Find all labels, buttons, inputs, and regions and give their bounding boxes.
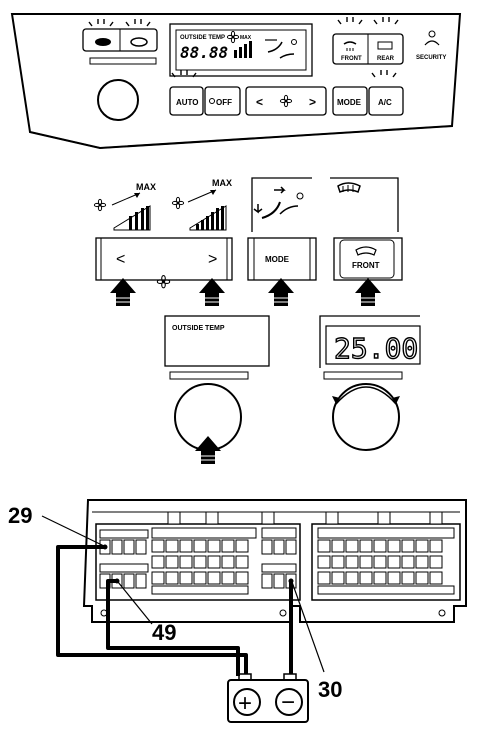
ac-button[interactable] <box>368 86 404 116</box>
steps-front-label: FRONT <box>352 261 380 270</box>
panel-ac-label: A/C <box>378 98 392 107</box>
panel-button-row: AUTO OFF < > MODE A/C <box>169 69 404 116</box>
mode-display <box>251 177 312 232</box>
outside-temp-display <box>164 315 270 367</box>
callout-49: 49 <box>152 620 176 645</box>
battery-plus-label: + <box>238 690 252 717</box>
lcd-reading-box <box>325 325 421 365</box>
defrost-buttons[interactable]: FRONT REAR <box>332 16 404 65</box>
fan-max-left: MAX <box>93 182 156 231</box>
connector-pins <box>99 527 455 595</box>
steps-right-arrow: > <box>208 251 217 268</box>
step-row-buttons: MAX MAX <box>93 177 403 307</box>
security-indicator: SECURITY <box>416 30 446 61</box>
press-arrow-3 <box>267 277 295 307</box>
knob-slot-right <box>323 371 403 380</box>
knob-slot-left <box>169 371 249 380</box>
steps-mode-label: MODE <box>265 255 290 264</box>
mode-strip[interactable]: MODE <box>247 237 317 281</box>
callout-30: 30 <box>318 677 342 702</box>
panel-outside-temp-label: OUTSIDE TEMP <box>180 35 225 41</box>
battery-minus-icon <box>275 688 303 716</box>
recirc-buttons[interactable] <box>82 18 158 52</box>
panel-rear-label: REAR <box>377 56 395 62</box>
panel-left-arrow: < <box>256 95 263 109</box>
panel-off-label: OFF <box>216 98 232 107</box>
steps-left-arrow: < <box>116 251 125 268</box>
panel-auto-label: AUTO <box>176 98 199 107</box>
rotate-arrow <box>335 386 397 405</box>
fan-speed-strip[interactable]: < > <box>95 237 233 289</box>
panel-mode-label: MODE <box>337 98 362 107</box>
fan-bars-icon <box>234 41 252 58</box>
mode-button[interactable] <box>332 86 368 116</box>
control-panel: OUTSIDE TEMP 88.88 MAX <box>10 13 462 150</box>
press-arrow-1 <box>109 277 137 307</box>
steps-max-left: MAX <box>136 182 156 192</box>
indicator-slot <box>89 57 157 65</box>
battery: + − <box>227 673 309 723</box>
temp-knob[interactable] <box>97 79 139 121</box>
panel-front-label: FRONT <box>341 56 362 62</box>
front-defrost-display <box>330 177 399 232</box>
fan-max-right: MAX <box>171 178 232 231</box>
panel-security-label: SECURITY <box>416 55 446 61</box>
callouts: 29 49 30 <box>8 503 342 702</box>
press-arrow-2 <box>198 277 226 307</box>
lcd-display: OUTSIDE TEMP 88.88 MAX <box>169 23 313 77</box>
steps-max-right: MAX <box>212 178 232 188</box>
press-arrow-4 <box>354 277 382 307</box>
battery-minus-label: − <box>281 689 295 716</box>
airflow-icon <box>265 39 297 59</box>
panel-right-arrow: > <box>309 95 316 109</box>
auto-button[interactable] <box>169 86 204 116</box>
panel-lcd-value: 88.88 <box>180 43 228 62</box>
steps-lcd-reading: 25.00 <box>334 332 418 365</box>
callout-29: 29 <box>8 503 32 528</box>
wire-terminal-49 <box>106 579 240 676</box>
panel-max-label: MAX <box>240 35 252 41</box>
battery-plus-icon <box>233 688 261 716</box>
steps-outside-temp-label: OUTSIDE TEMP <box>172 325 225 332</box>
jumper-wires <box>56 545 293 680</box>
step-row-temp: OUTSIDE TEMP 25.00 <box>164 315 421 465</box>
temp-knob-right[interactable] <box>332 383 400 451</box>
connector-diagram <box>82 499 467 623</box>
off-button[interactable] <box>204 86 241 116</box>
front-strip[interactable]: FRONT <box>333 237 403 281</box>
